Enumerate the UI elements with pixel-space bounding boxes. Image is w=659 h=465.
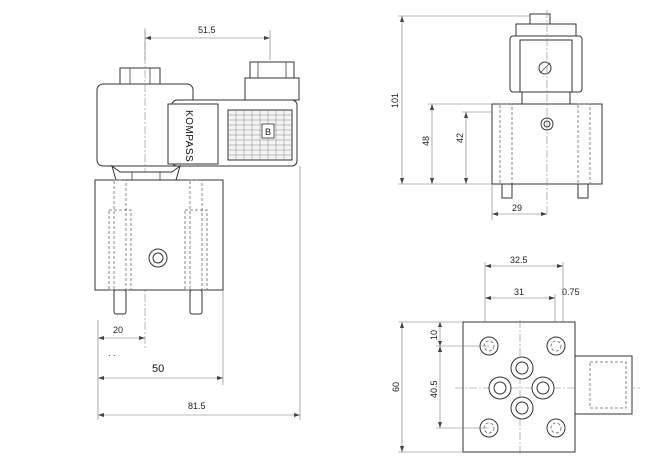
dim-51-5: 51.5 [198, 25, 216, 35]
dim-101: 101 [390, 93, 400, 108]
connector-badge-frame [261, 123, 275, 139]
dim-10: 10 [429, 330, 439, 340]
bottom-view: 32.5 31 0.75 [391, 255, 640, 455]
dim-32-5: 32.5 [510, 255, 528, 265]
dim-0-75: 0.75 [562, 287, 580, 297]
dim-60: 60 [391, 382, 401, 392]
dim-mark: . . [108, 348, 116, 358]
dim-50: 50 [152, 363, 164, 375]
dim-42: 42 [455, 133, 465, 143]
ports [488, 356, 555, 420]
dim-29: 29 [512, 203, 522, 213]
dim-81-5: 81.5 [188, 401, 206, 411]
brand-label: KOMPASS [183, 110, 194, 162]
side-view: 101 48 42 29 [390, 10, 603, 220]
dim-20: 20 [113, 325, 123, 335]
dim-40-5: 40.5 [429, 380, 439, 398]
connector-badge: B [265, 127, 271, 137]
dim-48: 48 [421, 136, 431, 146]
dim-31: 31 [514, 287, 524, 297]
front-view: 51.5 [94, 25, 301, 420]
